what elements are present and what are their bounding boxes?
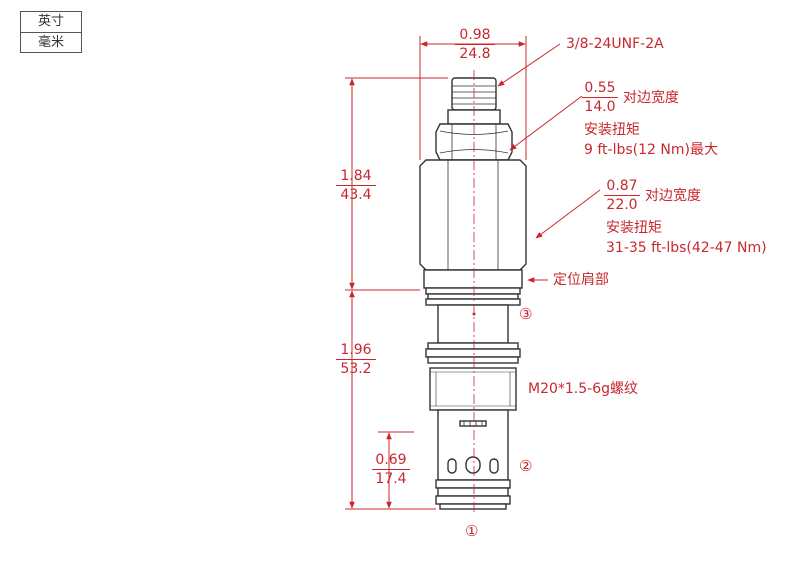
width-dimension: 0.98 24.8 <box>455 27 495 62</box>
large-hex-in: 0.87 <box>604 178 640 196</box>
cartridge-body <box>419 77 527 510</box>
small-hex-in: 0.55 <box>582 80 618 98</box>
large-hex-torque-title: 安装扭矩 <box>606 220 662 236</box>
tip-length-in: 0.69 <box>372 452 410 470</box>
small-hex-title: 对边宽度 <box>623 90 679 106</box>
locating-shoulder-part <box>423 269 523 289</box>
slot-mark <box>459 420 487 427</box>
lower-length-in: 1.96 <box>336 342 376 360</box>
threaded-section <box>429 367 517 411</box>
thread-spec: 3/8-24UNF-2A <box>566 36 664 52</box>
large-hex-dimension: 0.87 22.0 <box>604 178 640 213</box>
large-hex-torque: 31-35 ft-lbs(42-47 Nm) <box>606 240 767 256</box>
port-1-label: ① <box>465 522 479 540</box>
thread-leader <box>497 43 561 87</box>
port-2-label: ② <box>519 457 533 475</box>
upper-length-dimension: 1.84 43.4 <box>336 168 376 203</box>
lower-length-mm: 53.2 <box>340 361 372 377</box>
locating-shoulder-label: 定位肩部 <box>553 272 609 288</box>
width-in: 0.98 <box>455 27 495 45</box>
unit-selector[interactable]: 英寸 毫米 <box>20 11 82 53</box>
large-hex-body <box>419 159 527 271</box>
upper-length-mm: 43.4 <box>340 187 372 203</box>
seal-ring-2 <box>427 342 519 350</box>
body-thread-label: M20*1.5-6g螺纹 <box>528 381 639 397</box>
small-hex-torque-title: 安装扭矩 <box>584 122 640 138</box>
port2-hole-2 <box>465 456 481 474</box>
tip-length-dimension: 0.69 17.4 <box>372 452 410 487</box>
port2-hole-1 <box>447 458 457 474</box>
bottom-ring-1 <box>435 479 511 489</box>
large-hex-title: 对边宽度 <box>645 188 701 204</box>
port-3-label: ③ <box>519 305 533 323</box>
unit-mm[interactable]: 毫米 <box>37 35 64 50</box>
lower-length-dimension: 1.96 53.2 <box>336 342 376 377</box>
large-hex-leader <box>535 189 601 239</box>
unit-inch[interactable]: 英寸 <box>21 12 81 33</box>
small-hex-dimension: 0.55 14.0 <box>582 80 618 115</box>
port2-hole-3 <box>489 458 499 474</box>
small-hex-leader <box>509 95 583 151</box>
large-hex-mm: 22.0 <box>606 197 638 213</box>
small-hex-torque: 9 ft-lbs(12 Nm)最大 <box>584 142 718 158</box>
seal-ring-1 <box>425 287 521 295</box>
tip-length-mm: 17.4 <box>375 471 407 487</box>
small-hex-mm: 14.0 <box>584 99 616 115</box>
width-mm: 24.8 <box>459 46 491 62</box>
port3-section <box>437 304 509 344</box>
upper-length-in: 1.84 <box>336 168 376 186</box>
